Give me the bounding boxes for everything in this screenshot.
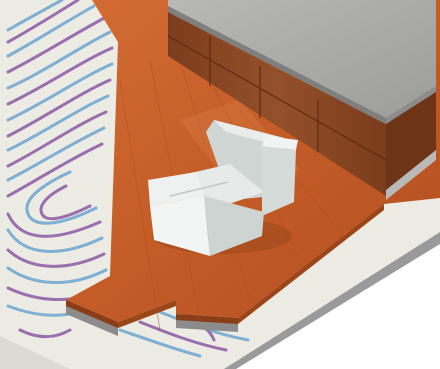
underfloor-heating-scene	[0, 0, 440, 369]
